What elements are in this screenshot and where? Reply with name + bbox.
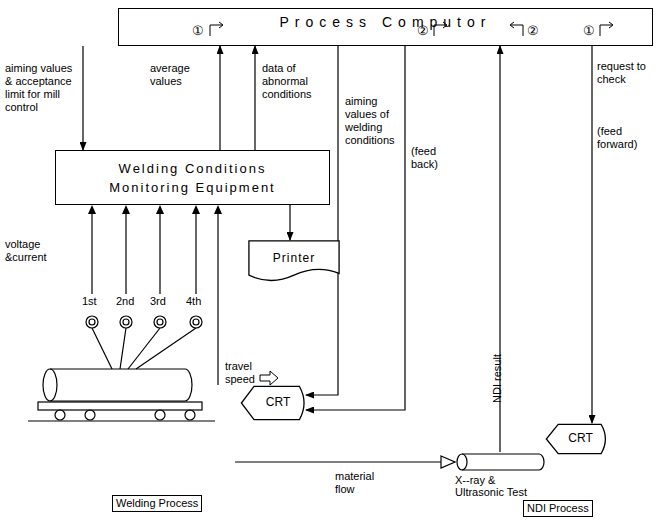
crt-display: CRT bbox=[545, 423, 611, 455]
annotation: voltage &current bbox=[5, 238, 63, 264]
connector bbox=[591, 46, 592, 423]
monitoring-box: Welding Conditions Monitoring Equipment bbox=[55, 150, 330, 205]
connector bbox=[219, 46, 220, 150]
signal-arrows bbox=[92, 212, 218, 385]
node-text: Welding Conditions Monitoring Equipment bbox=[80, 159, 305, 197]
edge-label: (feed back) bbox=[411, 145, 461, 171]
test-cylinder bbox=[455, 452, 547, 472]
connector bbox=[254, 46, 255, 150]
node-text: CRT bbox=[545, 423, 611, 445]
cylinder-end bbox=[457, 454, 467, 470]
edge-label: average values bbox=[150, 62, 212, 88]
node-text: Welding Process bbox=[112, 495, 202, 512]
callout-number: ① bbox=[583, 24, 595, 37]
edge-label: request to check bbox=[597, 60, 657, 86]
callout-number: ② bbox=[527, 24, 539, 37]
crt-display: CRT bbox=[240, 385, 310, 421]
annotation: 1st bbox=[82, 295, 97, 308]
edge-label: material flow bbox=[335, 470, 395, 496]
connector bbox=[289, 205, 290, 240]
node-text: X--ray & Ultrasonic Test bbox=[455, 474, 547, 498]
edge-label: aiming values of welding conditions bbox=[345, 95, 403, 147]
cylinder-outline bbox=[457, 454, 544, 470]
connector bbox=[306, 46, 405, 410]
annotation: 4th bbox=[186, 295, 201, 308]
arrow-heads bbox=[88, 205, 222, 214]
cylinder-side bbox=[462, 469, 539, 470]
travel-direction-arrow bbox=[260, 371, 278, 385]
welding-process-area: Welding Process bbox=[35, 285, 235, 520]
annotation: 3rd bbox=[150, 295, 166, 308]
annotation: 2nd bbox=[116, 295, 134, 308]
callout-number: ① bbox=[192, 24, 204, 37]
ndi-process-area: X--ray & Ultrasonic TestNDI Process bbox=[455, 452, 615, 520]
node-text: NDI Process bbox=[523, 500, 593, 517]
node-text: CRT bbox=[240, 385, 310, 409]
cylinder-end bbox=[539, 454, 544, 470]
connector bbox=[82, 46, 83, 150]
material-flow-arrow bbox=[235, 461, 455, 462]
printer-box: Printer bbox=[248, 240, 340, 284]
outline-path bbox=[249, 241, 339, 281]
callout-number: ② bbox=[417, 24, 429, 37]
annotation: travel speed bbox=[225, 360, 261, 386]
edge-label: data of abnormal conditions bbox=[262, 62, 334, 101]
edge-label: aiming values & acceptance limit for mil… bbox=[5, 62, 80, 114]
cylinder-side bbox=[462, 453, 539, 454]
electrode-coils bbox=[86, 316, 202, 369]
annotation: (feed forward) bbox=[597, 125, 657, 151]
pipe-on-carriage bbox=[28, 369, 215, 421]
node-text: Printer bbox=[248, 240, 340, 265]
edge-label: NDI result bbox=[491, 334, 504, 424]
